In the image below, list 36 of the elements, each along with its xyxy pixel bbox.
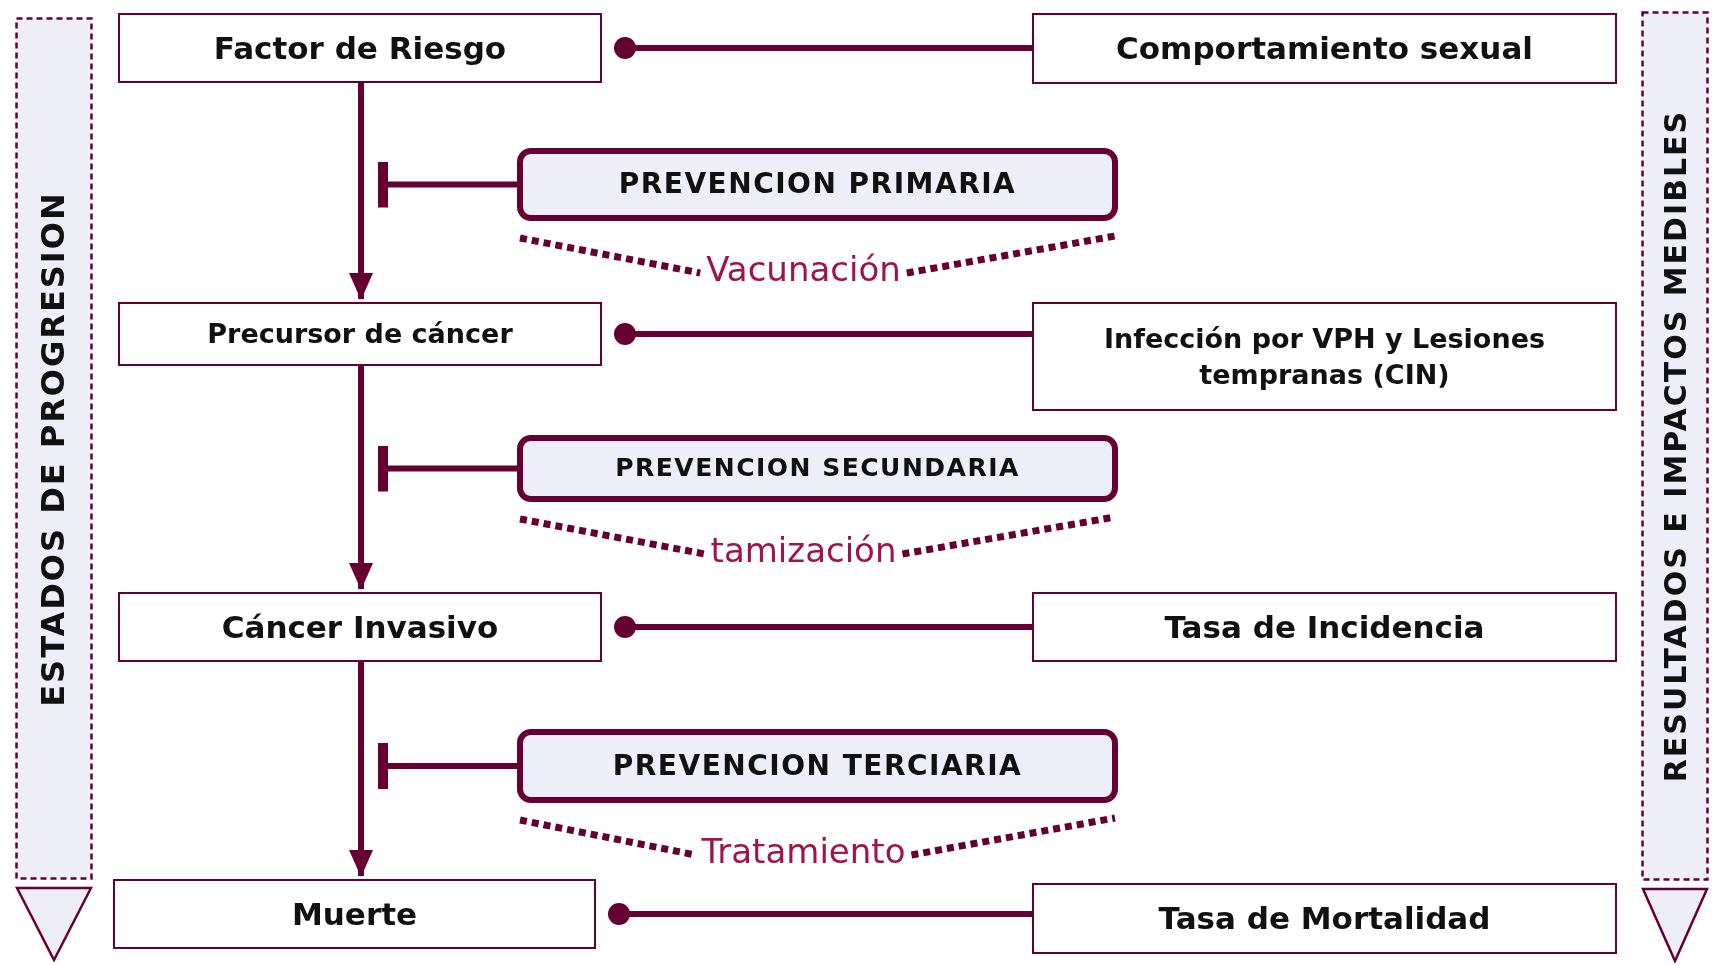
stage-label: Cáncer Invasivo — [220, 607, 500, 647]
band-title: ESTADOS DE PROGRESION — [33, 190, 74, 707]
stage-box — [118, 592, 602, 662]
connector-line — [614, 323, 1032, 345]
prevention-title: PREVENCION TERCIARIA — [612, 747, 1023, 784]
prevention-box — [517, 435, 1118, 502]
stage-label: Tasa de Mortalidad — [1157, 899, 1492, 939]
inhibition-line — [378, 161, 517, 208]
prevention-box — [517, 729, 1118, 803]
arrow — [349, 366, 373, 590]
stage-box — [118, 302, 602, 366]
prevention-title: PREVENCION PRIMARIA — [618, 166, 1017, 203]
stage-box — [1032, 592, 1617, 662]
stage-box — [1032, 883, 1617, 954]
stage-label: Tasa de Incidencia — [1163, 607, 1486, 647]
stage-box — [113, 879, 596, 949]
inhibition-line — [378, 743, 517, 789]
prevention-title: PREVENCION SECUNDARIA — [615, 452, 1020, 485]
band-title: RESULTADOS E IMPACTOS MEDIBLES — [1656, 109, 1694, 783]
stage-box — [118, 13, 602, 83]
arrow — [349, 83, 373, 300]
stage-label: Infección por VPH y Lesiones tempranas (CIN) — [1103, 322, 1546, 392]
stage-label: Muerte — [290, 894, 419, 934]
stage-label: Factor de Riesgo — [212, 28, 508, 68]
stage-label: Precursor de cáncer — [206, 317, 514, 352]
progression-band — [15, 17, 93, 962]
stage-label: Comportamiento sexual — [1115, 29, 1534, 69]
inhibition-line — [378, 445, 517, 492]
prevention-box — [517, 148, 1118, 221]
connector-line — [614, 616, 1032, 638]
stage-box — [1032, 13, 1617, 84]
connector-line — [614, 37, 1032, 59]
stage-box — [1032, 302, 1617, 411]
arrow — [349, 662, 373, 877]
connector-line — [608, 903, 1032, 925]
progression-band — [1641, 11, 1709, 963]
